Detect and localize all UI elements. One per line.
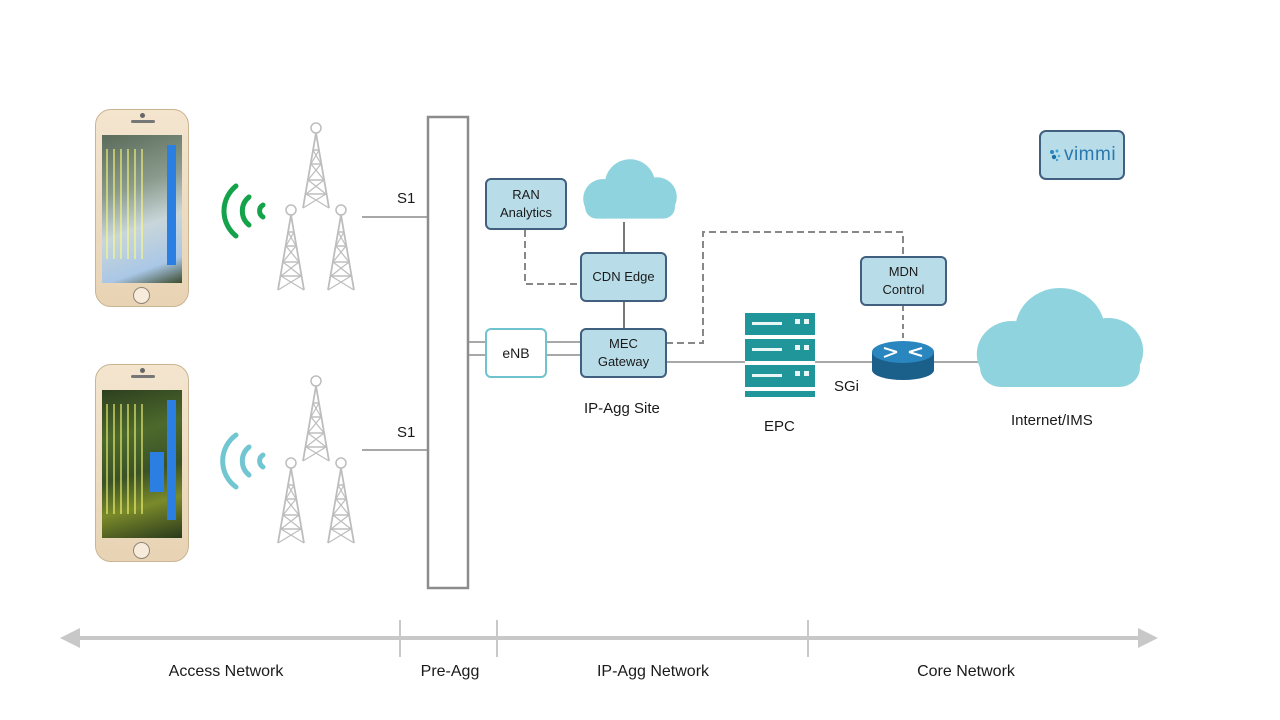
phone-speaker xyxy=(131,120,155,123)
smartphone-icon xyxy=(95,109,189,307)
video-screen xyxy=(102,135,182,283)
ran-analytics-label: RAN Analytics xyxy=(499,187,553,220)
segment-pre-agg: Pre-Agg xyxy=(420,663,480,680)
epc-server-icon xyxy=(745,313,815,397)
network-segments-axis xyxy=(60,620,1158,657)
sgi-label: SGi xyxy=(834,378,860,395)
mdn-control-label: MDN Control xyxy=(882,264,925,297)
vimmi-logo-text: vimmi xyxy=(1063,144,1117,165)
s1-label: S1 xyxy=(397,190,416,207)
mec-gateway-label: MEC Gateway xyxy=(597,336,650,369)
internet-cloud-icon xyxy=(976,288,1144,387)
segment-access-network: Access Network xyxy=(168,663,284,680)
cell-tower-icon xyxy=(302,375,330,462)
wifi-signal-icon xyxy=(220,432,266,490)
ran-analytics-box: RAN Analytics xyxy=(485,178,567,230)
phone-camera xyxy=(140,368,145,373)
cell-tower-icon xyxy=(327,204,355,291)
video-screen xyxy=(102,390,182,538)
dashed-link xyxy=(524,230,582,285)
enb-box: eNB xyxy=(485,328,547,378)
phone-camera xyxy=(140,113,145,118)
dashed-link xyxy=(666,231,904,344)
cdn-edge-label: CDN Edge xyxy=(592,269,655,284)
phone-speaker xyxy=(131,375,155,378)
enb-label: eNB xyxy=(502,345,530,361)
cell-tower-icon xyxy=(302,122,330,209)
router-icon xyxy=(872,341,934,380)
internet-ims-label: Internet/IMS xyxy=(1011,412,1093,429)
s1-label: S1 xyxy=(397,424,416,441)
mdn-control-box: MDN Control xyxy=(860,256,947,306)
cell-tower-icon xyxy=(277,457,305,544)
smartphone-icon xyxy=(95,364,189,562)
segment-core-network: Core Network xyxy=(917,663,1015,680)
pre-agg-switch xyxy=(426,115,470,590)
ip-agg-site-label: IP-Agg Site xyxy=(584,400,660,417)
cell-tower-icon xyxy=(277,204,305,291)
wifi-signal-icon xyxy=(221,183,266,239)
vimmi-logo: vimmi xyxy=(1039,130,1125,180)
home-button xyxy=(133,287,150,304)
home-button xyxy=(133,542,150,559)
segment-ip-agg-network: IP-Agg Network xyxy=(596,663,710,680)
mec-gateway-box: MEC Gateway xyxy=(580,328,667,378)
cell-tower-icon xyxy=(327,457,355,544)
cdn-edge-box: CDN Edge xyxy=(580,252,667,302)
epc-label: EPC xyxy=(764,418,795,435)
cloud-icon xyxy=(583,159,677,219)
sparkle-dots-icon xyxy=(1049,149,1061,162)
